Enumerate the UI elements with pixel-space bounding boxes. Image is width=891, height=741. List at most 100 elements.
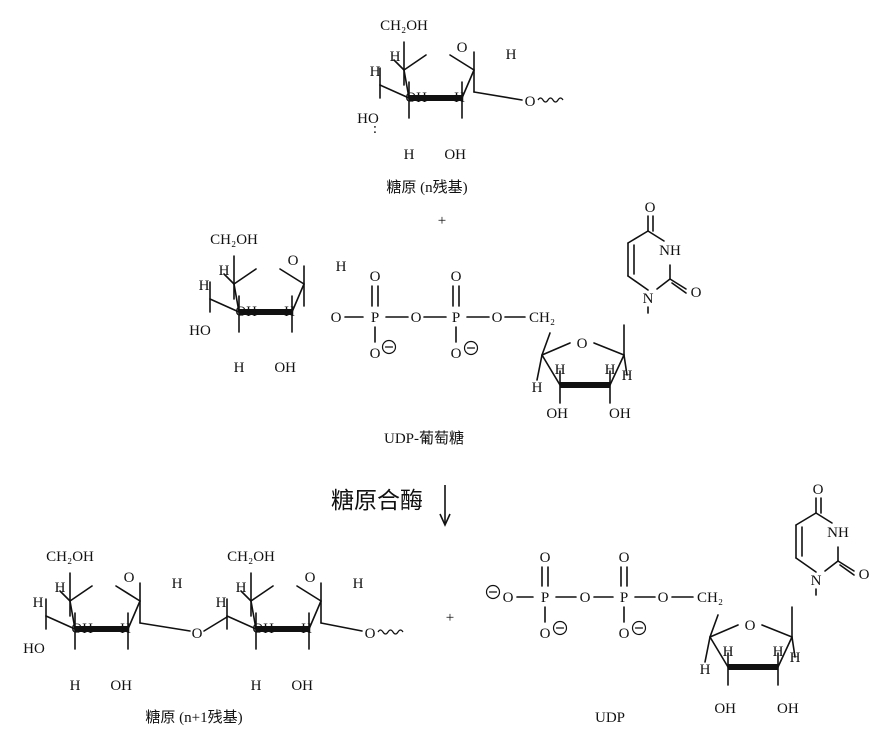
anionic-oxygen-1: O bbox=[540, 626, 551, 642]
c3-hydroxyl: OH bbox=[235, 304, 257, 320]
uracil-nh: NH bbox=[659, 243, 681, 259]
diphosphate-bridge: O P O O O P O O O CH₂ bbox=[331, 269, 556, 362]
uracil-n1: N bbox=[811, 573, 822, 589]
c2-hydrogen: H bbox=[284, 304, 295, 320]
ribose-h1: H bbox=[790, 650, 801, 666]
c1-hydrogen: H bbox=[353, 576, 364, 592]
bridge-oxygen-1: O bbox=[331, 310, 342, 326]
c4-hydroxyl: HO bbox=[189, 323, 211, 339]
phosphorus-1: P bbox=[371, 310, 379, 326]
c4-hydrogen-upper: H bbox=[33, 595, 44, 611]
udp: O P O O O P O O O CH₂ O H H H H OH OH N … bbox=[485, 482, 870, 726]
ring-oxygen: O bbox=[124, 570, 135, 586]
ch2-label: CH₂ bbox=[529, 310, 555, 326]
ch2oh-label: CH₂OH bbox=[227, 549, 275, 565]
terminal-oxygen: O bbox=[365, 626, 376, 642]
phosphoryl-oxygen-1: O bbox=[370, 269, 381, 285]
uracil-n1: N bbox=[643, 291, 654, 307]
glycogen-n-caption: 糖原 (n残基) bbox=[386, 179, 467, 196]
c3-hydroxyl: OH bbox=[405, 90, 427, 106]
c4-hydroxyl: HO bbox=[23, 641, 45, 657]
phosphoryl-oxygen-1: O bbox=[540, 550, 551, 566]
c3-hydrogen: H bbox=[234, 360, 245, 376]
c4-hydrogen: H bbox=[219, 263, 230, 279]
c4-hydrogen: H bbox=[55, 580, 66, 596]
plus-sign: + bbox=[438, 213, 446, 229]
c2-hydrogen: H bbox=[120, 621, 131, 637]
c4-hydroxyl: HO bbox=[357, 111, 379, 127]
udp-glucose-caption: UDP-葡萄糖 bbox=[384, 430, 464, 447]
terminal-anionic-oxygen: O bbox=[503, 590, 514, 606]
ribose-3-hydroxyl: OH bbox=[546, 406, 568, 422]
c1-hydrogen: H bbox=[172, 576, 183, 592]
ribose-h2: H bbox=[605, 362, 616, 378]
c2-hydroxyl: OH bbox=[444, 147, 466, 163]
reaction-arrow: 糖原合酶 bbox=[331, 485, 451, 527]
ribose-h4: H bbox=[532, 380, 543, 396]
chain-continuation bbox=[377, 629, 404, 635]
chain-continuation bbox=[537, 97, 564, 103]
phosphoryl-oxygen-2: O bbox=[619, 550, 630, 566]
glycogen-n-plus-1-residues: CH₂OH O H H OH H H HO H OH O CH₂OH O H H… bbox=[23, 549, 404, 726]
c2-hydroxyl: OH bbox=[291, 678, 313, 694]
ch2oh-label: CH₂OH bbox=[210, 232, 258, 248]
c1-hydrogen: H bbox=[506, 47, 517, 63]
lone-pair: : bbox=[373, 121, 377, 137]
ester-oxygen: O bbox=[492, 310, 503, 326]
ch2oh-label: CH₂OH bbox=[46, 549, 94, 565]
c3-hydroxyl: OH bbox=[252, 621, 274, 637]
ring-oxygen: O bbox=[288, 253, 299, 269]
anionic-oxygen-1: O bbox=[370, 346, 381, 362]
glycogen-n1-caption: 糖原 (n+1残基) bbox=[145, 709, 242, 726]
ribose-h2: H bbox=[773, 644, 784, 660]
c4-hydrogen-upper: H bbox=[370, 64, 381, 80]
ch2oh-label: CH₂OH bbox=[380, 18, 428, 34]
phosphoryl-oxygen-2: O bbox=[451, 269, 462, 285]
bridge-oxygen-2: O bbox=[411, 310, 422, 326]
c3-hydrogen: H bbox=[404, 147, 415, 163]
uracil-c4-oxygen: O bbox=[645, 200, 656, 216]
ribose-h3: H bbox=[555, 362, 566, 378]
ribose-h3: H bbox=[723, 644, 734, 660]
plus-sign-products: + bbox=[446, 610, 454, 626]
uracil-c4-oxygen: O bbox=[813, 482, 824, 498]
ch2-label: CH₂ bbox=[697, 590, 723, 606]
ribose-h4: H bbox=[700, 662, 711, 678]
ring-oxygen: O bbox=[305, 570, 316, 586]
uracil-c2-oxygen: O bbox=[859, 567, 870, 583]
ribose-2-hydroxyl: OH bbox=[609, 406, 631, 422]
c2-hydroxyl: OH bbox=[110, 678, 132, 694]
uracil-nh: NH bbox=[827, 525, 849, 541]
ribose-3-hydroxyl: OH bbox=[714, 701, 736, 717]
phosphorus-2: P bbox=[620, 590, 628, 606]
ring-oxygen: O bbox=[457, 40, 468, 56]
c3-hydroxyl: OH bbox=[71, 621, 93, 637]
ribose-ring-oxygen: O bbox=[577, 336, 588, 352]
c2-hydrogen: H bbox=[301, 621, 312, 637]
ester-oxygen: O bbox=[658, 590, 669, 606]
c1-hydrogen: H bbox=[336, 259, 347, 275]
c4-hydrogen-upper: H bbox=[199, 278, 210, 294]
c4-hydrogen: H bbox=[390, 49, 401, 65]
c4-hydrogen-upper: H bbox=[216, 595, 227, 611]
phosphorus-1: P bbox=[541, 590, 549, 606]
c4-hydrogen: H bbox=[236, 580, 247, 596]
c3-hydrogen: H bbox=[70, 678, 81, 694]
c2-hydrogen: H bbox=[454, 90, 465, 106]
anionic-oxygen-2: O bbox=[619, 626, 630, 642]
uracil-c2-oxygen: O bbox=[691, 285, 702, 301]
glycosidic-oxygen-link: O bbox=[192, 626, 203, 642]
glycogen-n-residues: CH₂OH O H H OH H H HO : H OH O 糖原 (n残基) bbox=[357, 18, 564, 196]
udp-glucose: CH₂OH O H H OH H H HO H OH O P O O O P O bbox=[189, 200, 701, 447]
ribose-2-hydroxyl: OH bbox=[777, 701, 799, 717]
bridge-oxygen: O bbox=[580, 590, 591, 606]
ribose-ring-oxygen: O bbox=[745, 618, 756, 634]
phosphorus-2: P bbox=[452, 310, 460, 326]
enzyme-label: 糖原合酶 bbox=[331, 488, 423, 513]
anionic-oxygen-2: O bbox=[451, 346, 462, 362]
udp-caption: UDP bbox=[595, 710, 625, 726]
glycosidic-oxygen: O bbox=[525, 94, 536, 110]
ribose-h1: H bbox=[622, 368, 633, 384]
c2-hydroxyl: OH bbox=[274, 360, 296, 376]
